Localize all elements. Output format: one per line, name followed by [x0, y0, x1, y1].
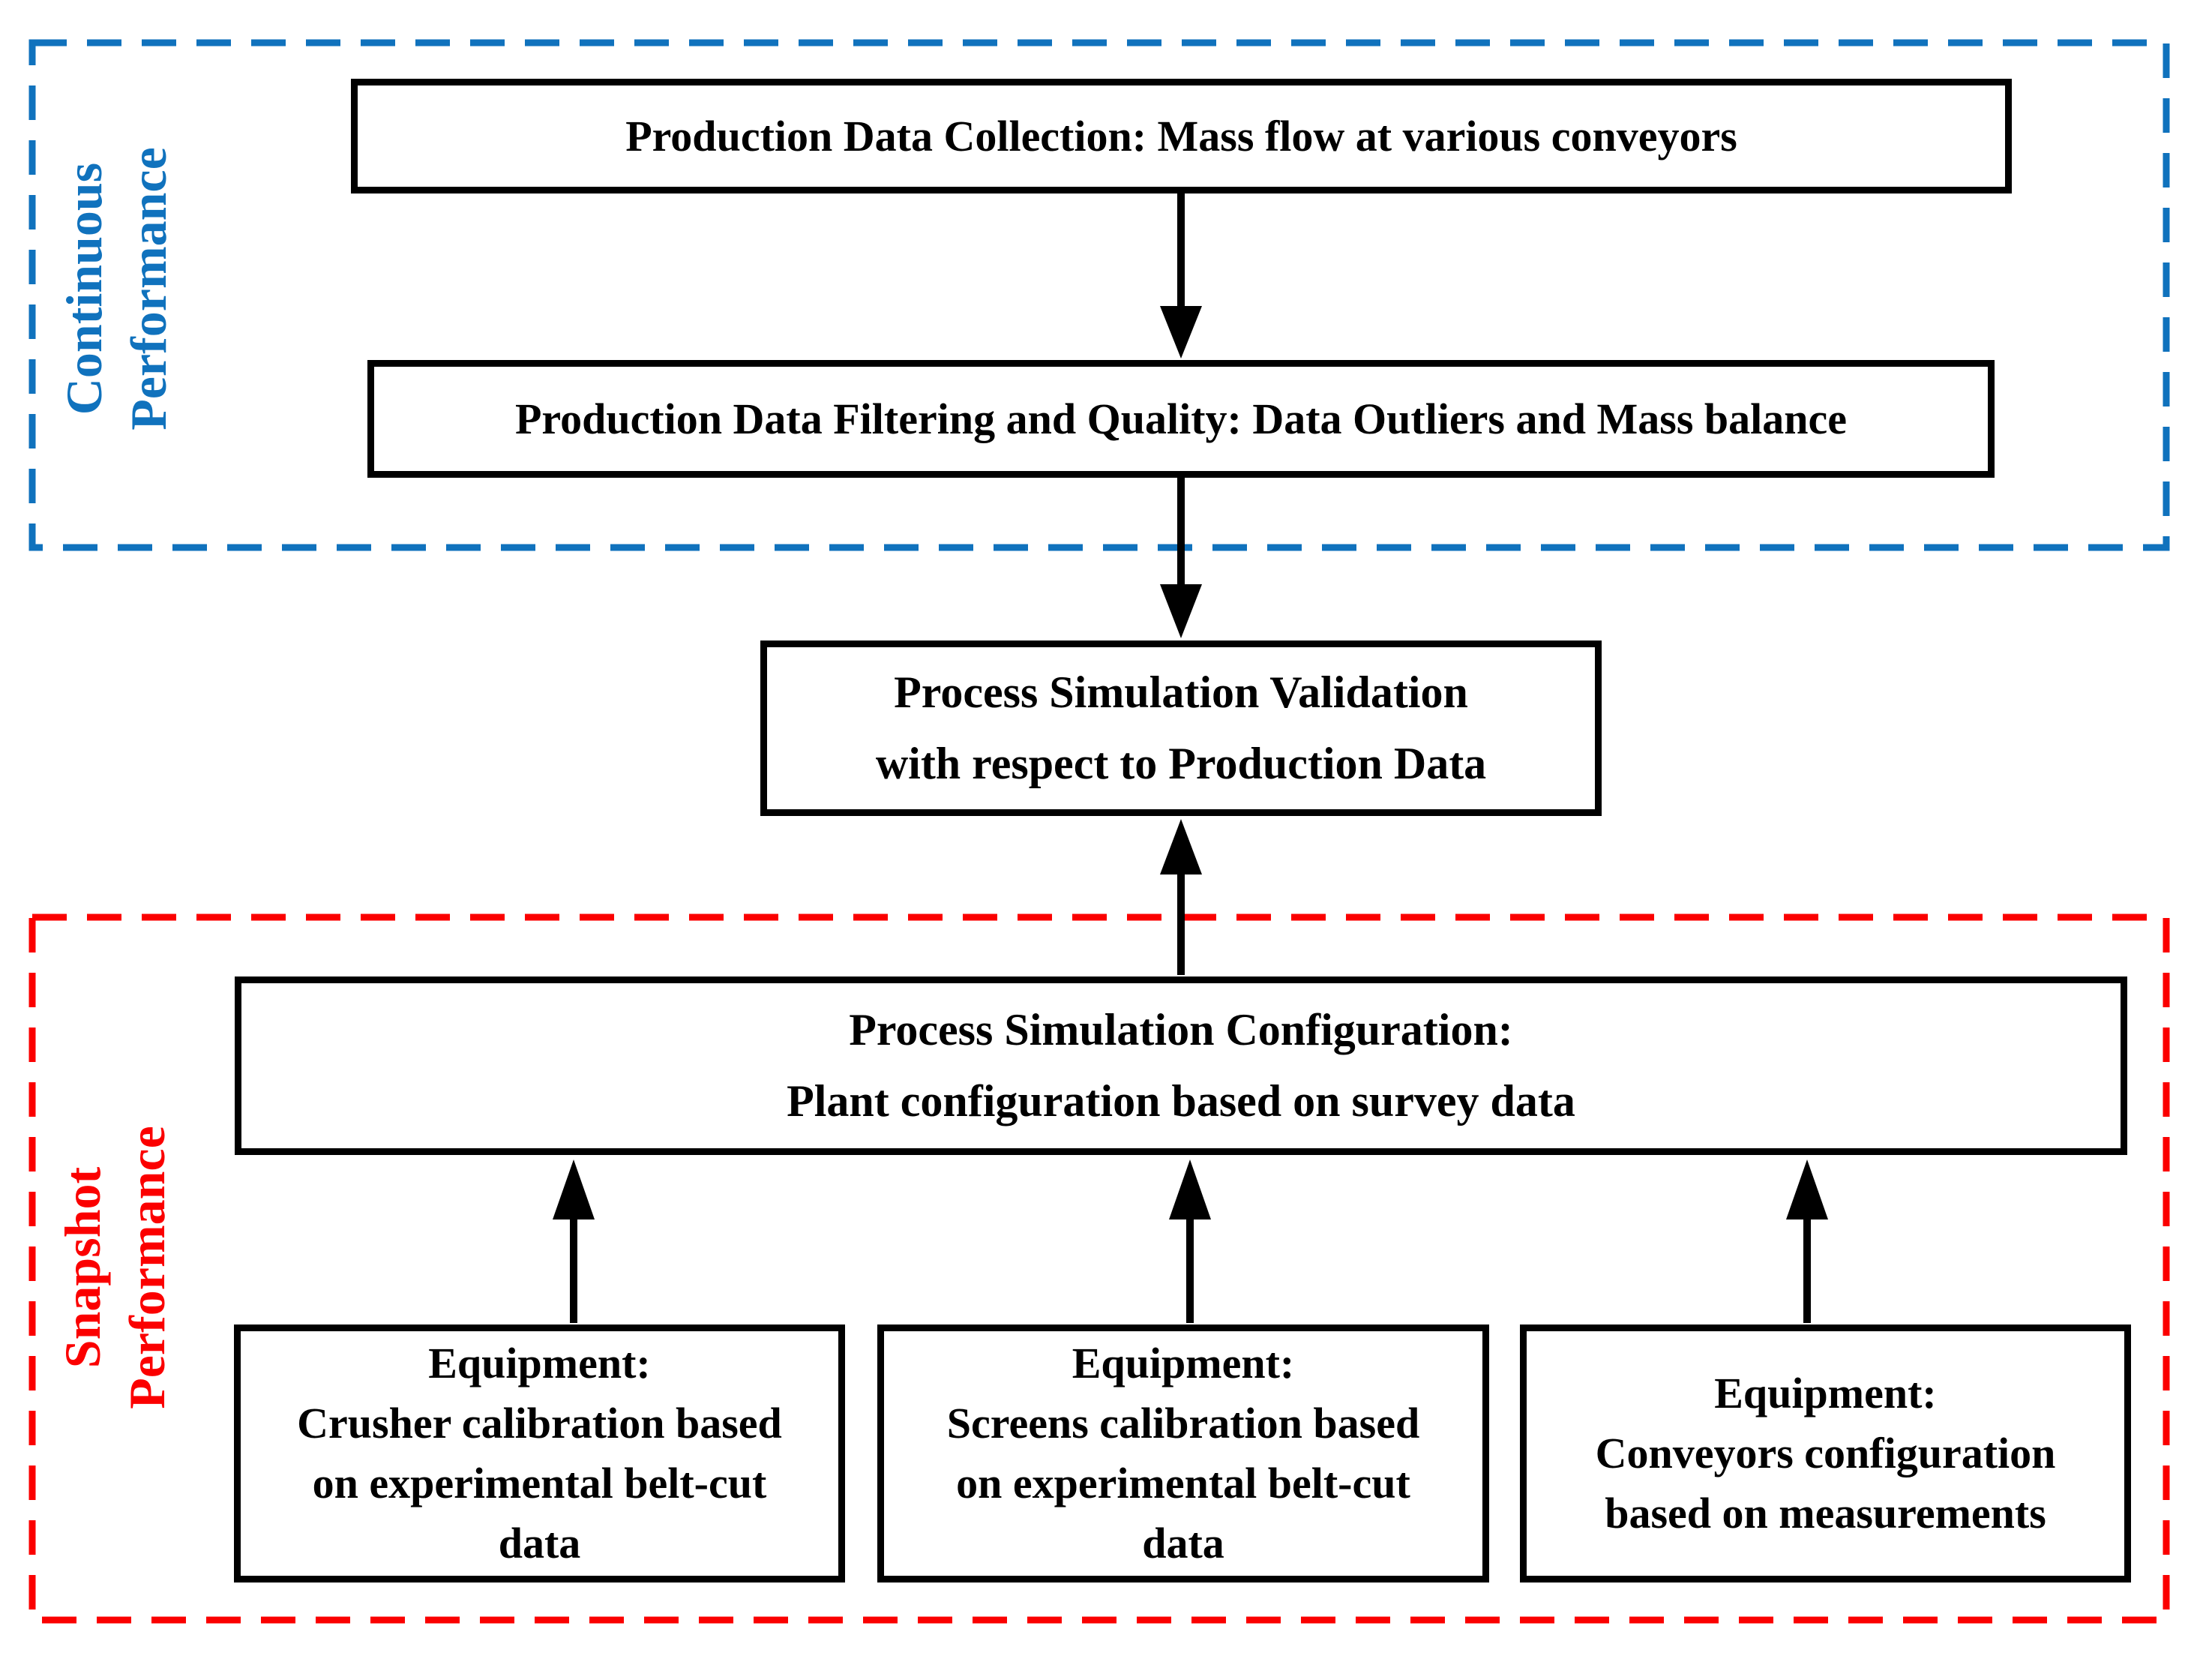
- crusher-text-line4: data: [498, 1519, 581, 1568]
- validation-text-line1: Process Simulation Validation: [894, 668, 1468, 717]
- validation-text-line2: with respect to Production Data: [875, 739, 1487, 788]
- crusher-text-line2: Crusher calibration based: [297, 1399, 782, 1448]
- conveyors-text-line2: Conveyors configuration: [1595, 1429, 2056, 1478]
- conveyors-text-line3: based on measurements: [1605, 1489, 2046, 1538]
- arrow-filtering-to-validation: [1160, 478, 1202, 638]
- crusher-text-line3: on experimental belt-cut: [312, 1459, 767, 1508]
- screens-text-line3: on experimental belt-cut: [956, 1459, 1410, 1508]
- arrow-configuration-to-validation: [1160, 819, 1202, 975]
- equipment-conveyors-box: Equipment: Conveyors configuration based…: [1520, 1324, 2131, 1582]
- production-data-collection-text: Production Data Collection: Mass flow at…: [625, 112, 1737, 160]
- production-data-collection-box: Production Data Collection: Mass flow at…: [351, 79, 2012, 194]
- continuous-performance-label: Continuous Performance: [52, 0, 181, 589]
- snapshot-performance-outline: [28, 914, 2170, 1624]
- process-simulation-configuration-box: Process Simulation Configuration: Plant …: [235, 976, 2127, 1155]
- arrow-conveyors-to-configuration: [1786, 1160, 1828, 1323]
- snapshot-label-line2: Performance: [118, 1126, 175, 1409]
- arrow-collection-to-filtering: [1160, 194, 1202, 358]
- screens-text-line2: Screens calibration based: [946, 1399, 1420, 1448]
- arrow-screens-to-configuration: [1169, 1160, 1211, 1323]
- snapshot-label-line1: Snapshot: [54, 1166, 111, 1369]
- screens-text-line4: data: [1142, 1519, 1224, 1568]
- configuration-text-line1: Process Simulation Configuration:: [849, 1005, 1513, 1054]
- production-data-filtering-box: Production Data Filtering and Quality: D…: [367, 360, 1995, 478]
- process-simulation-validation-box: Process Simulation Validation with respe…: [760, 640, 1602, 816]
- screens-text-line1: Equipment:: [1072, 1339, 1295, 1388]
- snapshot-performance-label: Snapshot Performance: [50, 968, 179, 1568]
- continuous-label-line1: Continuous: [55, 162, 112, 416]
- conveyors-text-line1: Equipment:: [1714, 1369, 1937, 1418]
- configuration-text-line2: Plant configuration based on survey data: [787, 1076, 1575, 1126]
- continuous-performance-outline: [28, 39, 2170, 551]
- crusher-text-line1: Equipment:: [428, 1339, 651, 1388]
- equipment-screens-box: Equipment: Screens calibration based on …: [877, 1324, 1489, 1582]
- arrow-crusher-to-configuration: [553, 1160, 595, 1323]
- equipment-crusher-box: Equipment: Crusher calibration based on …: [234, 1324, 845, 1582]
- continuous-label-line2: Performance: [120, 147, 177, 430]
- production-data-filtering-text: Production Data Filtering and Quality: D…: [514, 394, 1848, 443]
